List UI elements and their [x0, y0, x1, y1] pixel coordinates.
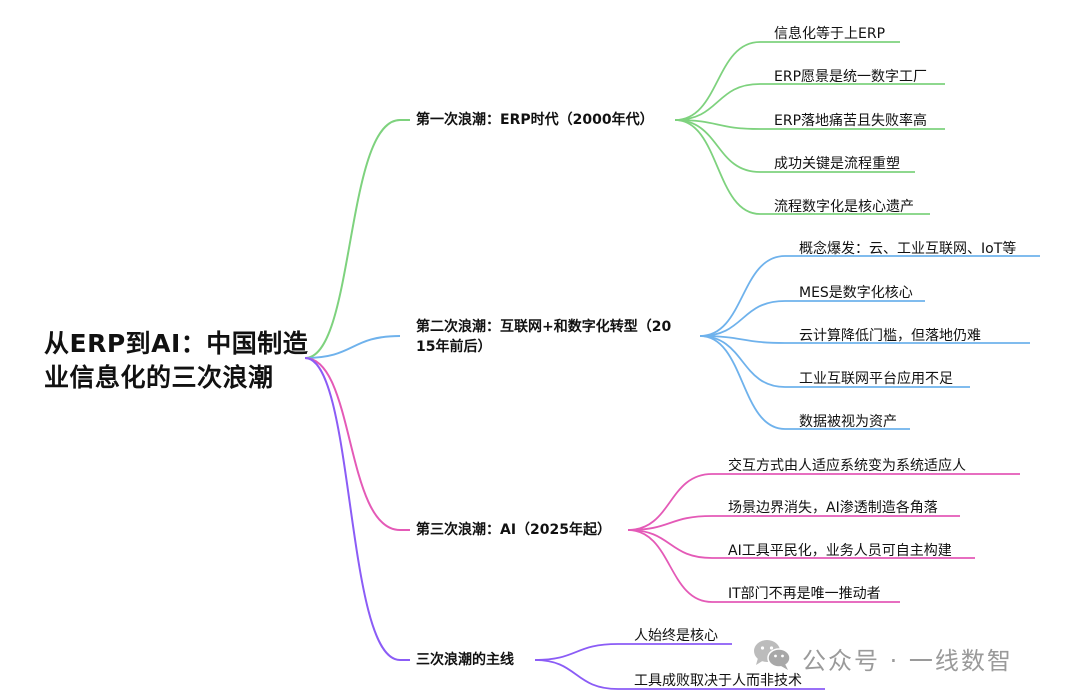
connector-b1-leaf-3 [674, 119, 945, 130]
connector-root-branch-2 [304, 335, 401, 359]
b2-leaf-1: 概念爆发：云、工业互联网、IoT等 [799, 241, 1017, 257]
branch-1-label: 第一次浪潮：ERP时代（2000年代） [416, 112, 654, 128]
branch-3-label: 第三次浪潮：AI（2025年起） [416, 522, 612, 538]
root-title: 从ERP到AI：中国制造业信息化的三次浪潮 [44, 329, 309, 392]
connector-b1-leaf-2 [674, 83, 945, 121]
wechat-icon [752, 638, 792, 678]
watermark: 公众号 · 一线数智 [752, 638, 1013, 678]
b1-leaf-1: 信息化等于上ERP [774, 26, 886, 42]
connector-b3-leaf-3 [627, 529, 975, 559]
branch-2-label-line-2: 15年前后） [416, 339, 492, 355]
b1-leaf-5: 流程数字化是核心遗产 [774, 199, 914, 215]
connector-b2-leaf-1 [699, 255, 1040, 337]
b3-leaf-3: AI工具平民化，业务人员可自主构建 [728, 543, 952, 559]
connector-b4-leaf-1 [534, 643, 732, 661]
connector-b1-leaf-1 [674, 41, 900, 121]
b4-leaf-2: 工具成败取决于人而非技术 [634, 673, 802, 689]
connector-root-branch-3 [304, 357, 401, 531]
connector-b2-leaf-2 [699, 300, 925, 337]
connector-b3-leaf-1 [627, 473, 1020, 531]
connector-b4-leaf-2 [534, 659, 825, 690]
connector-b2-leaf-3 [699, 335, 1030, 344]
connector-root-branch-4 [304, 357, 401, 661]
b3-leaf-4: IT部门不再是唯一推动者 [728, 586, 881, 602]
b1-leaf-2: ERP愿景是统一数字工厂 [774, 69, 928, 85]
watermark-text: 公众号 · 一线数智 [802, 646, 1013, 675]
b2-leaf-5: 数据被视为资产 [799, 414, 897, 430]
b2-leaf-2: MES是数字化核心 [799, 285, 913, 301]
connector-b2-leaf-5 [699, 335, 910, 430]
b2-leaf-4: 工业互联网平台应用不足 [799, 371, 953, 387]
branch-2-label: 第二次浪潮：互联网+和数字化转型（20 15年前后） [416, 317, 671, 357]
branch-2-label-line-1: 第二次浪潮：互联网+和数字化转型（20 [416, 319, 672, 335]
b3-leaf-1: 交互方式由人适应系统变为系统适应人 [728, 458, 966, 474]
b2-leaf-3: 云计算降低门槛，但落地仍难 [799, 328, 981, 344]
connector-b3-leaf-4 [627, 529, 900, 603]
connector-b2-leaf-4 [699, 335, 970, 388]
connector-b1-leaf-4 [674, 119, 915, 173]
b1-leaf-4: 成功关键是流程重塑 [774, 156, 900, 172]
connector-root-branch-1 [304, 119, 401, 359]
connector-b1-leaf-5 [674, 119, 930, 215]
b4-leaf-1: 人始终是核心 [634, 628, 718, 644]
connector-b3-leaf-2 [627, 515, 960, 531]
branch-4-label: 三次浪潮的主线 [416, 652, 514, 668]
b1-leaf-3: ERP落地痛苦且失败率高 [774, 113, 928, 129]
b3-leaf-2: 场景边界消失，AI渗透制造各角落 [728, 500, 938, 516]
